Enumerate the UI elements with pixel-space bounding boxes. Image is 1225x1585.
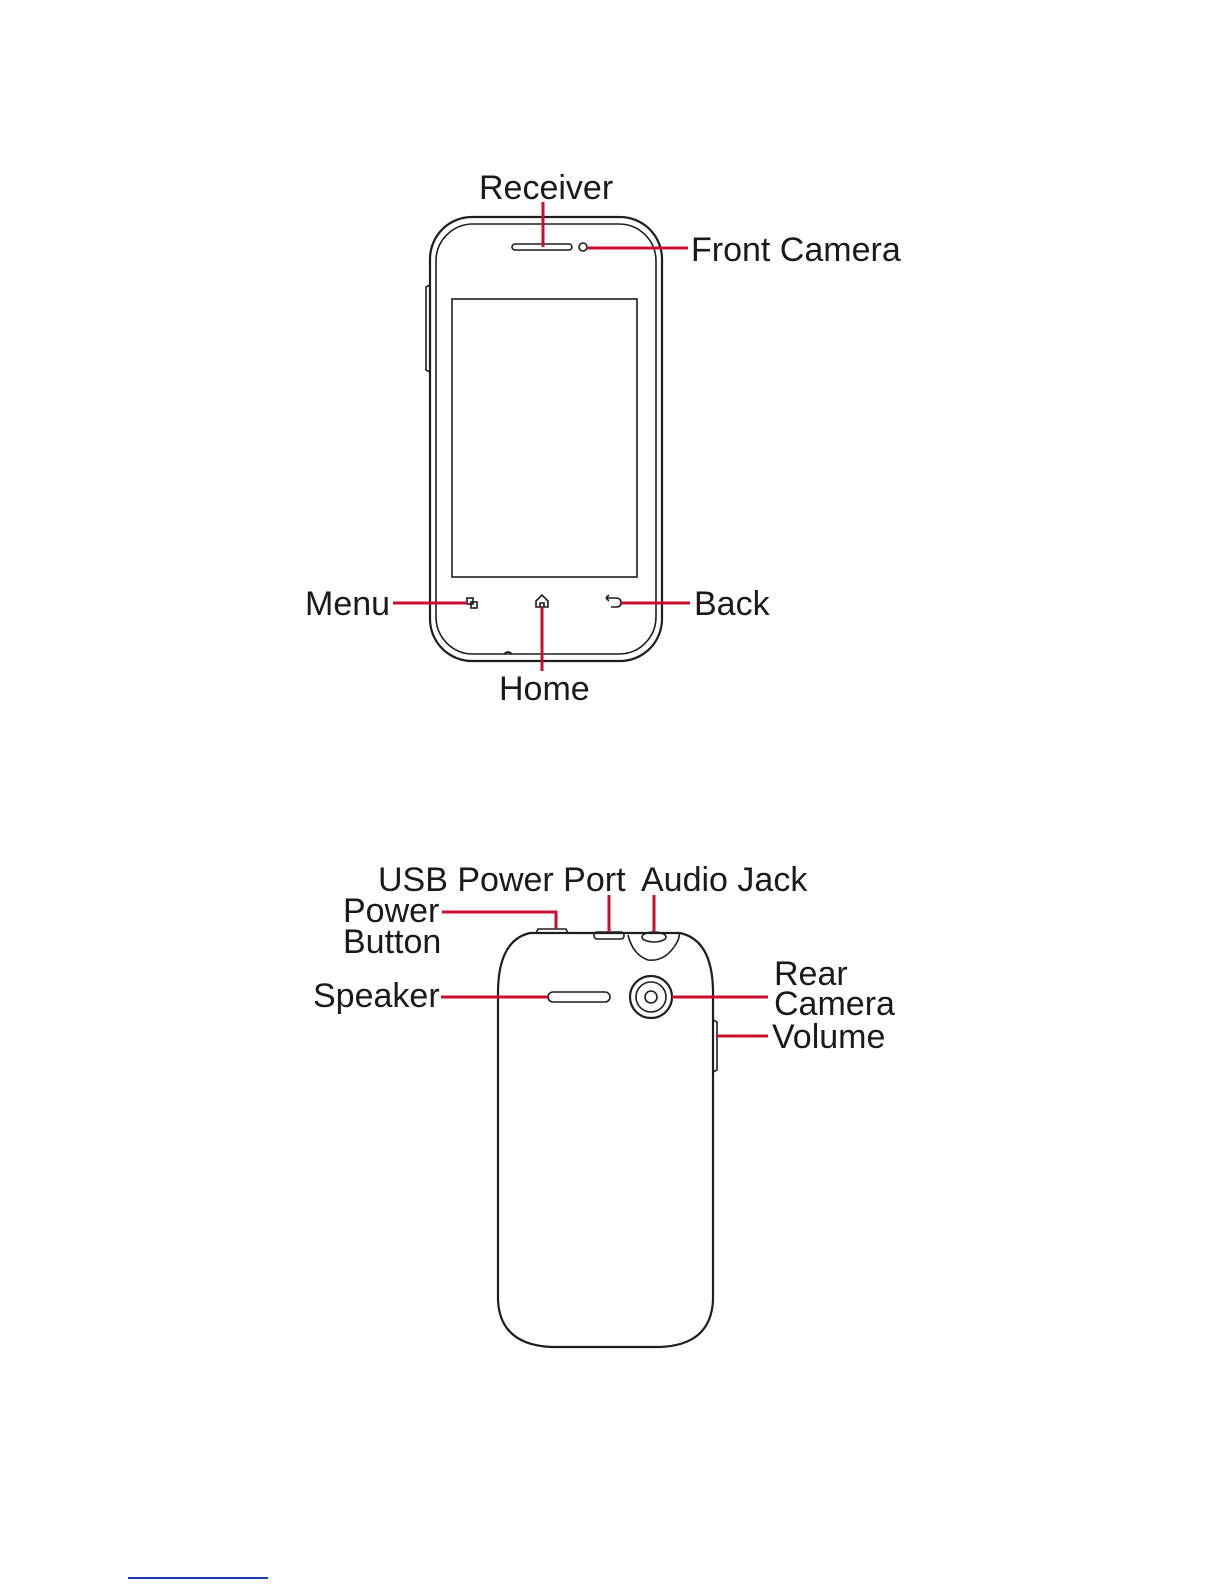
front-view: Receiver Front Camera Menu Back Home (305, 169, 901, 708)
back-view: USB Power Port Audio Jack Power Button S… (313, 861, 895, 1347)
volume-label: Volume (772, 1018, 885, 1056)
front-camera-lens (579, 243, 587, 251)
back-top-bulge (628, 934, 679, 960)
menu-icon (467, 598, 477, 608)
power-button-label-line2: Button (343, 923, 441, 961)
speaker-label: Speaker (313, 977, 440, 1015)
receiver-label: Receiver (479, 169, 613, 207)
back-icon (606, 595, 621, 607)
power-button-leader (442, 912, 556, 929)
speaker-grille (548, 992, 610, 1002)
audio-jack-label: Audio Jack (641, 861, 808, 899)
home-label: Home (499, 670, 590, 708)
front-phone-body-outer (430, 217, 662, 661)
front-phone-body-inner (436, 224, 656, 654)
home-icon (536, 595, 548, 607)
front-screen (452, 299, 637, 577)
menu-label: Menu (305, 585, 390, 623)
rear-camera (630, 976, 672, 1018)
back-phone-body (498, 933, 713, 1347)
front-camera-label: Front Camera (691, 231, 901, 269)
footer-rule (128, 1577, 268, 1579)
back-label: Back (694, 585, 771, 623)
